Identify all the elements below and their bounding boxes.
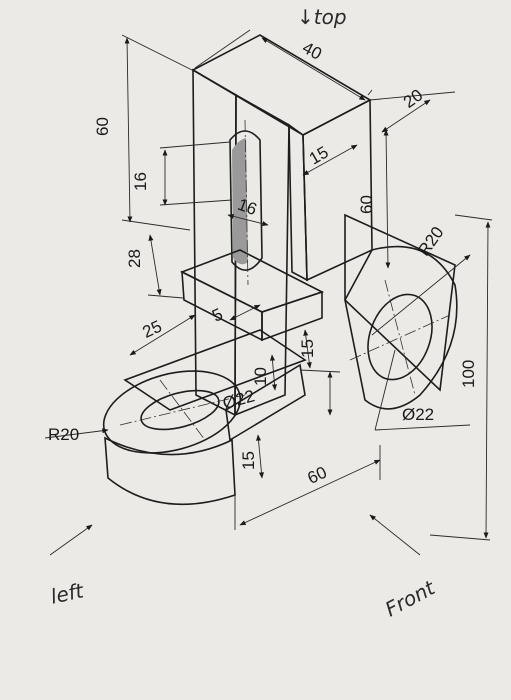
dim-60-left: 60 [93, 117, 112, 136]
dim-60-bottom: 60 [305, 463, 330, 488]
rib-top [180, 249, 325, 313]
base-front [225, 363, 306, 442]
dim-60-mid: 60 [357, 195, 376, 214]
front-annotation: Front [381, 575, 440, 621]
dimension-lines [44, 29, 493, 556]
rib-front [181, 270, 263, 342]
left-hole [140, 389, 220, 431]
dimension-labels: ↓top 40 20 15 60 16 16 60 R20 28 25 5 15… [48, 5, 478, 621]
right-hole [367, 293, 433, 381]
dim-15-mid: 15 [298, 339, 317, 358]
dim-phi22-right: Ø22 [402, 405, 434, 424]
left-boss-side [104, 436, 236, 506]
upright-right-face [302, 98, 373, 282]
dim-5: 5 [209, 305, 226, 326]
front-arrow [369, 514, 421, 556]
slot-inner-shadow [232, 138, 248, 265]
part-body [102, 34, 458, 506]
upright-left-face [192, 68, 237, 417]
vertical-slot [229, 130, 263, 271]
right-lug-side [344, 213, 456, 392]
dim-28: 28 [125, 249, 144, 268]
rib-side [261, 290, 323, 342]
center-lines [119, 119, 451, 441]
dim-r20-left: R20 [48, 425, 79, 444]
dim-15-bottom: 15 [239, 451, 258, 470]
dim-16-vertical: 16 [131, 172, 150, 191]
left-annotation: left [48, 578, 86, 609]
right-lug-face [344, 245, 458, 410]
dim-15-top: 15 [306, 143, 332, 169]
dim-r20-right: R20 [414, 223, 447, 259]
dim-100: 100 [459, 360, 478, 388]
dim-25: 25 [140, 317, 165, 342]
top-annotation: ↓top [297, 5, 347, 29]
dim-10: 10 [251, 367, 270, 386]
left-arrow [49, 524, 93, 556]
dim-20: 20 [400, 85, 426, 111]
upright-side-face [288, 123, 308, 282]
